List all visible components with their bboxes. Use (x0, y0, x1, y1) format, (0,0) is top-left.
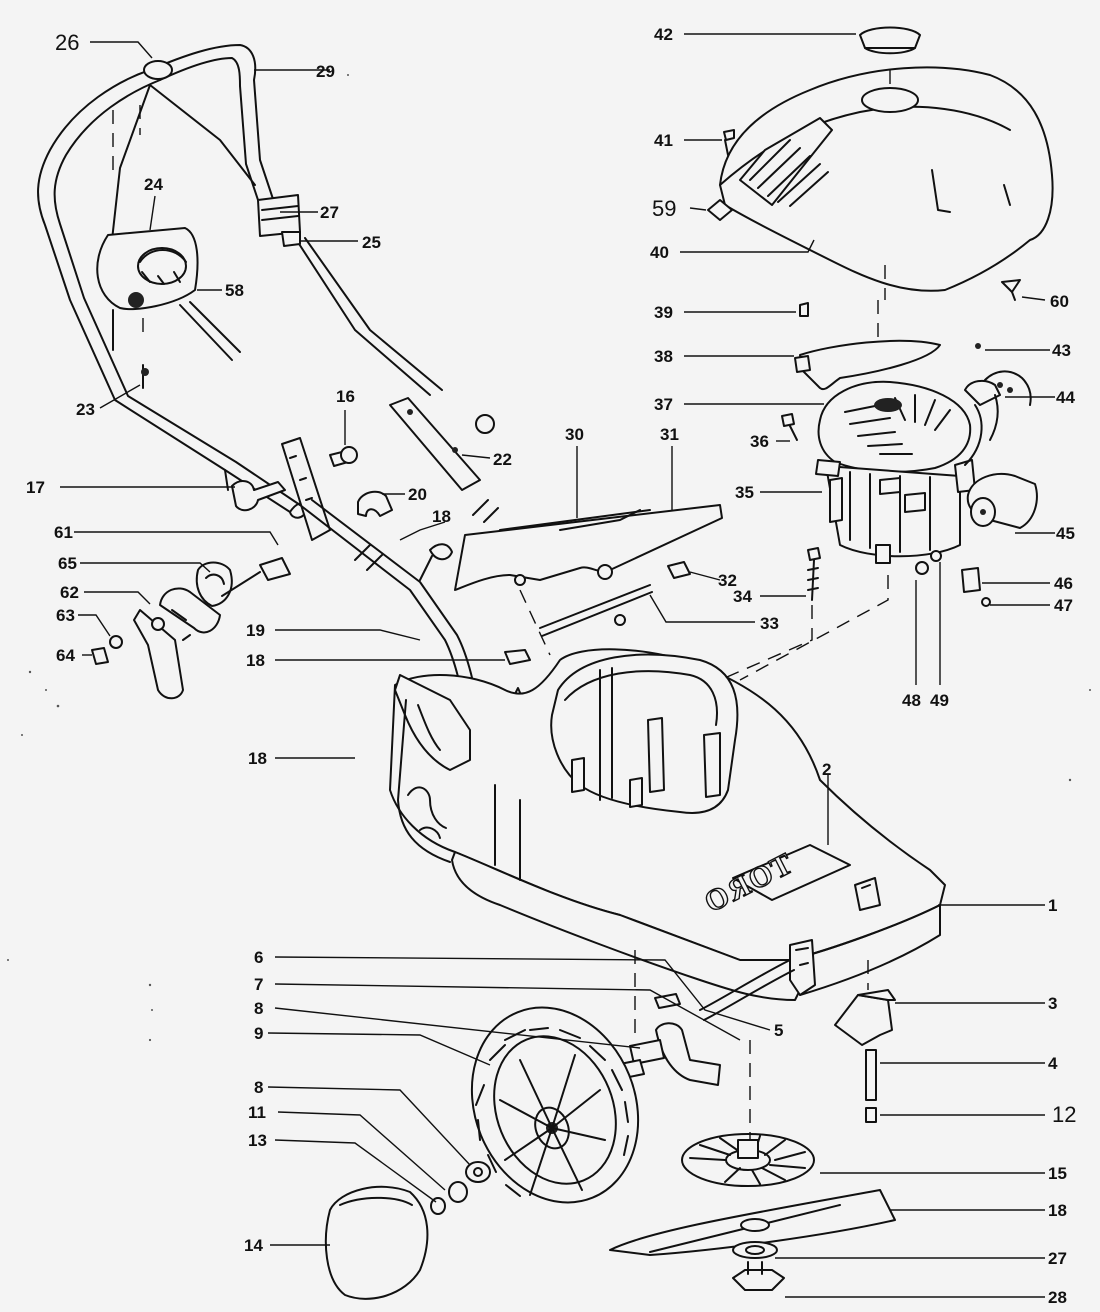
callout-48: 49 (930, 691, 949, 710)
grass-chute-panel (454, 504, 723, 637)
callout-22: 20 (408, 485, 427, 504)
callout-33: 34 (733, 587, 752, 606)
callout-13: 14 (244, 1236, 263, 1255)
scan-specks (7, 74, 1091, 1151)
callout-2: 2 (822, 760, 831, 779)
callout-8b: 8 (254, 1078, 263, 1097)
callout-23: 22 (493, 450, 512, 469)
callout-64: 64 (56, 646, 75, 665)
callout-59: 59 (652, 196, 676, 221)
callout-18c: 18 (432, 507, 451, 526)
callout-49: 58 (225, 281, 244, 300)
callout-63: 63 (56, 606, 75, 625)
callout-27b: 27 (320, 203, 339, 222)
callout-12: 13 (248, 1131, 267, 1150)
callout-36: 37 (654, 395, 673, 414)
wheel-assembly (324, 1006, 640, 1300)
callout-24: 23 (76, 400, 95, 419)
callout-28: 29 (316, 62, 335, 81)
callout-5: 5 (774, 1021, 783, 1040)
callout-45: 46 (1054, 574, 1073, 593)
callout-3: 3 (1048, 994, 1057, 1013)
callout-42: 43 (1052, 341, 1071, 360)
callout-18a: 16 (336, 387, 355, 406)
callout-34: 35 (735, 483, 754, 502)
callout-46: 47 (1054, 596, 1073, 615)
callout-25: 24 (144, 175, 163, 194)
callout-7: 7 (254, 975, 263, 994)
callout-6: 6 (254, 948, 263, 967)
callout-62: 62 (60, 583, 79, 602)
callout-20: 19 (246, 621, 265, 640)
callout-61: 61 (54, 523, 73, 542)
callout-35: 36 (750, 432, 769, 451)
callout-41: 42 (654, 25, 673, 44)
callout-18b: 17 (26, 478, 45, 497)
callout-47: 48 (902, 691, 921, 710)
blade-assembly (609, 1133, 896, 1291)
callout-1: 1 (1048, 896, 1057, 915)
callout-15: 18 (1048, 1201, 1067, 1220)
callout-38: 39 (654, 303, 673, 322)
mower-deck: TORO (389, 648, 946, 1086)
callout-39: 40 (650, 243, 669, 262)
rear-bracket (834, 989, 896, 1123)
callout-60: 60 (1050, 292, 1069, 311)
callout-8a: 8 (254, 999, 263, 1018)
callout-44: 45 (1056, 524, 1075, 543)
callout-26: 25 (362, 233, 381, 252)
callout-4: 4 (1048, 1054, 1058, 1073)
callout-14: 15 (1048, 1164, 1067, 1183)
motor-assembly (781, 302, 1038, 607)
callout-65: 65 (58, 554, 77, 573)
callout-40: 41 (654, 131, 673, 150)
motor-cover (707, 26, 1054, 301)
leader-lines (60, 33, 1055, 1298)
callout-58: 12 (1052, 1102, 1076, 1127)
handle-assembly (37, 44, 531, 743)
callout-16: 27 (1048, 1249, 1067, 1268)
callout-29: 30 (565, 425, 584, 444)
callout-18d: 18 (248, 749, 267, 768)
callout-32: 33 (760, 614, 779, 633)
callout-43: 44 (1056, 388, 1075, 407)
assembly-lines (112, 70, 891, 1140)
callout-31: 32 (718, 571, 737, 590)
callout-27a: 26 (55, 30, 79, 55)
callout-11: 11 (248, 1103, 266, 1122)
callout-19: 18 (246, 651, 265, 670)
callout-9: 9 (254, 1024, 263, 1043)
callout-37: 38 (654, 347, 673, 366)
callout-30: 31 (660, 425, 679, 444)
part-callouts: 26 29 27 25 24 58 23 16 22 17 20 18 61 6… (26, 25, 1076, 1307)
callout-17: 28 (1048, 1288, 1067, 1307)
